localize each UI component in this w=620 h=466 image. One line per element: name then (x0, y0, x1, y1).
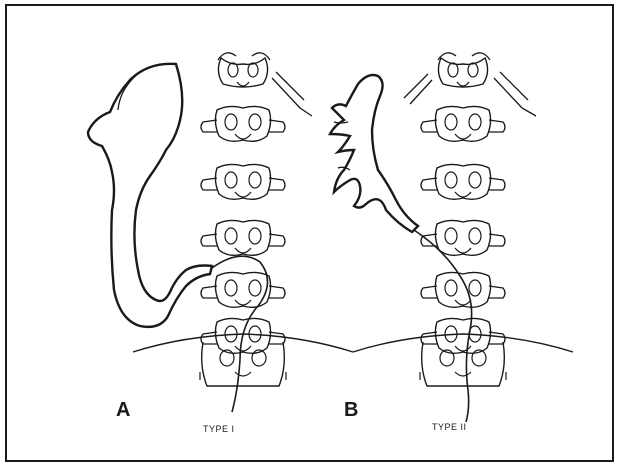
type-label-a: TYPE I (203, 424, 235, 434)
kidney-b (330, 75, 418, 232)
kidney-a (88, 64, 212, 327)
type-label-b: TYPE II (432, 422, 467, 432)
panel-letter-a: A (116, 399, 130, 422)
panel-letter-b: B (344, 399, 358, 422)
spine-b (353, 53, 573, 386)
ureter-b (414, 230, 472, 422)
